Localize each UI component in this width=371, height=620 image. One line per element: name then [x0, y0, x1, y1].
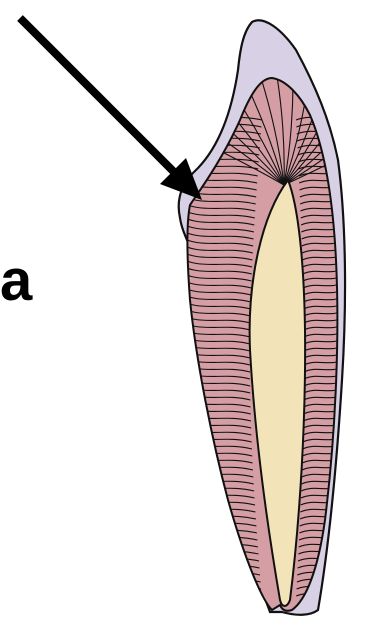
tubule-line [170, 582, 262, 596]
tubule-line [170, 568, 261, 582]
panel-label: a [0, 252, 40, 310]
arrow-pointer [20, 18, 202, 200]
tubule-line [170, 575, 261, 589]
tubule-line [170, 561, 260, 575]
